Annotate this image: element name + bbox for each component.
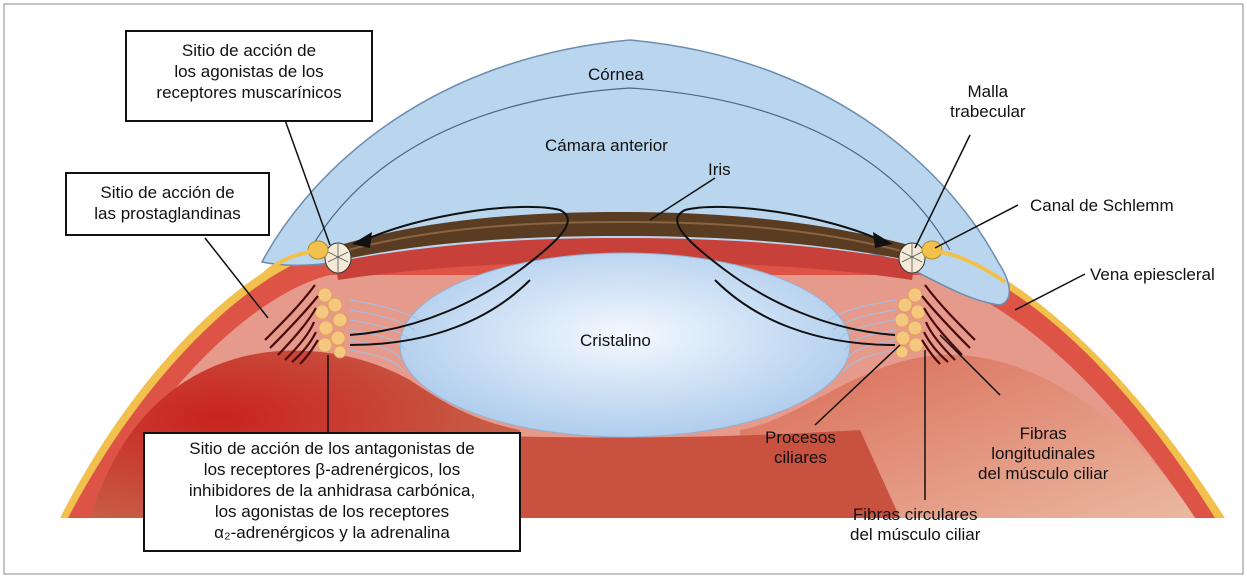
callout-beta-line-1: Sitio de acción de los antagonistas de [145, 438, 519, 459]
label-ciliary-processes-line-2: ciliares [765, 448, 836, 468]
callout-beta-line-2: los receptores β-adrenérgicos, los [145, 459, 519, 480]
callout-muscarinic-line-2: los agonistas de los [127, 61, 371, 82]
label-circular-line-2: del músculo ciliar [850, 525, 980, 545]
label-episcleral-vein: Vena epiescleral [1090, 265, 1215, 285]
callout-muscarinic-line-1: Sitio de acción de [127, 40, 371, 61]
label-iris: Iris [708, 160, 731, 180]
callout-beta-line-3: inhibidores de la anhidrasa carbónica, [145, 480, 519, 501]
callout-beta-blockers: Sitio de acción de los antagonistas de l… [143, 432, 521, 552]
label-longitudinal-line-3: del músculo ciliar [978, 464, 1108, 484]
label-circular-fibers: Fibras circulares del músculo ciliar [850, 505, 980, 545]
label-longitudinal-line-1: Fibras [978, 424, 1108, 444]
trabecular-meshwork-left [325, 243, 351, 273]
schlemm-canal-left [308, 241, 328, 259]
label-longitudinal-fibers: Fibras longitudinales del músculo ciliar [978, 424, 1108, 484]
callout-beta-line-4: los agonistas de los receptores [145, 501, 519, 522]
label-schlemm-canal: Canal de Schlemm [1030, 196, 1174, 216]
schlemm-canal-right [922, 241, 942, 259]
label-trabecular-meshwork: Malla trabecular [950, 82, 1026, 122]
label-longitudinal-line-2: longitudinales [978, 444, 1108, 464]
callout-muscarinic-line-3: receptores muscarínicos [127, 82, 371, 103]
label-lens: Cristalino [580, 331, 651, 351]
callout-prostaglandins: Sitio de acción de las prostaglandinas [65, 172, 270, 236]
label-trabecular-line-1: Malla [950, 82, 1026, 102]
label-trabecular-line-2: trabecular [950, 102, 1026, 122]
label-circular-line-1: Fibras circulares [850, 505, 980, 525]
callout-prostaglandins-line-1: Sitio de acción de [67, 182, 268, 203]
trabecular-meshwork-right [899, 243, 925, 273]
callout-muscarinic: Sitio de acción de los agonistas de los … [125, 30, 373, 122]
callout-prostaglandins-line-2: las prostaglandinas [67, 203, 268, 224]
label-anterior-chamber: Cámara anterior [545, 136, 668, 156]
label-cornea: Córnea [588, 65, 644, 85]
label-ciliary-processes: Procesos ciliares [765, 428, 836, 468]
callout-beta-line-5: α₂-adrenérgicos y la adrenalina [145, 522, 519, 543]
label-ciliary-processes-line-1: Procesos [765, 428, 836, 448]
